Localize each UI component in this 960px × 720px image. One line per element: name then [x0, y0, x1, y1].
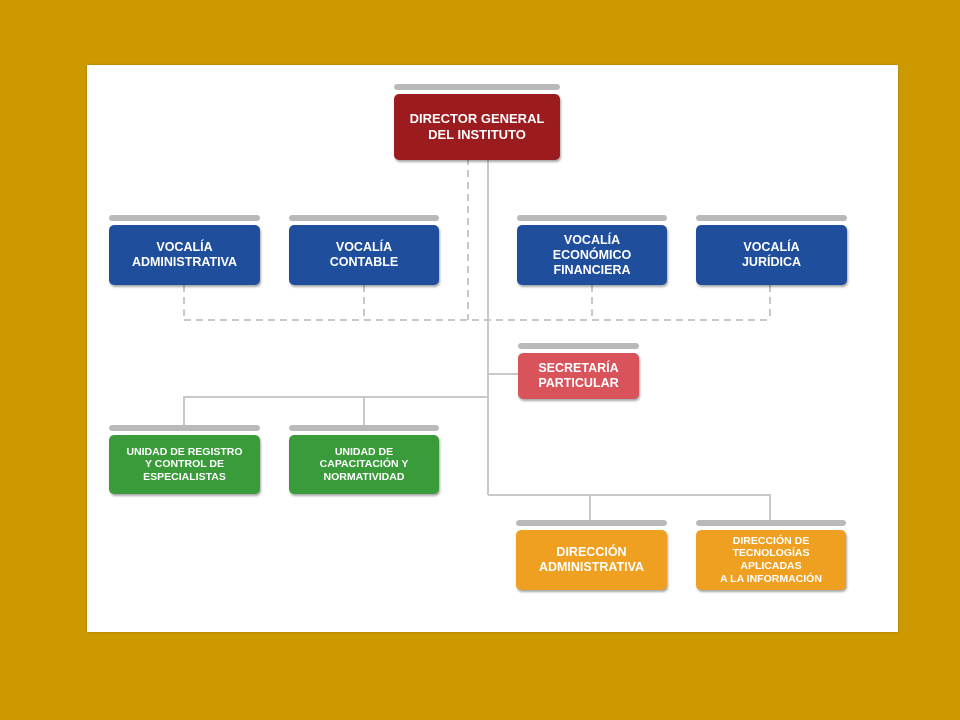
vocalia-contable-node: VOCALÍA CONTABLE: [289, 215, 439, 285]
vocalia-juridica-node: VOCALÍA JURÍDICA: [696, 215, 847, 285]
unidad-registro-node: UNIDAD DE REGISTRO Y CONTROL DE ESPECIAL…: [109, 425, 260, 494]
direccion-tecnologias-box: DIRECCIÓN DE TECNOLOGÍAS APLICADAS A LA …: [696, 530, 846, 590]
secretaria-particular-node: SECRETARÍA PARTICULAR: [518, 343, 639, 399]
director-node: DIRECTOR GENERAL DEL INSTITUTO: [394, 84, 560, 160]
vocalia-administrativa-box: VOCALÍA ADMINISTRATIVA: [109, 225, 260, 285]
direccion-tecnologias-node: DIRECCIÓN DE TECNOLOGÍAS APLICADAS A LA …: [696, 520, 846, 590]
unidad-registro-box: UNIDAD DE REGISTRO Y CONTROL DE ESPECIAL…: [109, 435, 260, 494]
vocalia-economico-financiera-node: VOCALÍA ECONÓMICO FINANCIERA: [517, 215, 667, 285]
vocalia-contable-box: VOCALÍA CONTABLE: [289, 225, 439, 285]
secretaria-particular-box: SECRETARÍA PARTICULAR: [518, 353, 639, 399]
director-box: DIRECTOR GENERAL DEL INSTITUTO: [394, 94, 560, 160]
direccion-administrativa-box: DIRECCIÓN ADMINISTRATIVA: [516, 530, 667, 590]
director-cap: [394, 84, 560, 90]
vocalia-juridica-box: VOCALÍA JURÍDICA: [696, 225, 847, 285]
unidad-capacitacion-node: UNIDAD DE CAPACITACIÓN Y NORMATIVIDAD: [289, 425, 439, 494]
unidad-capacitacion-box: UNIDAD DE CAPACITACIÓN Y NORMATIVIDAD: [289, 435, 439, 494]
vocalia-administrativa-node: VOCALÍA ADMINISTRATIVA: [109, 215, 260, 285]
direccion-administrativa-node: DIRECCIÓN ADMINISTRATIVA: [516, 520, 667, 590]
vocalia-economico-financiera-box: VOCALÍA ECONÓMICO FINANCIERA: [517, 225, 667, 285]
